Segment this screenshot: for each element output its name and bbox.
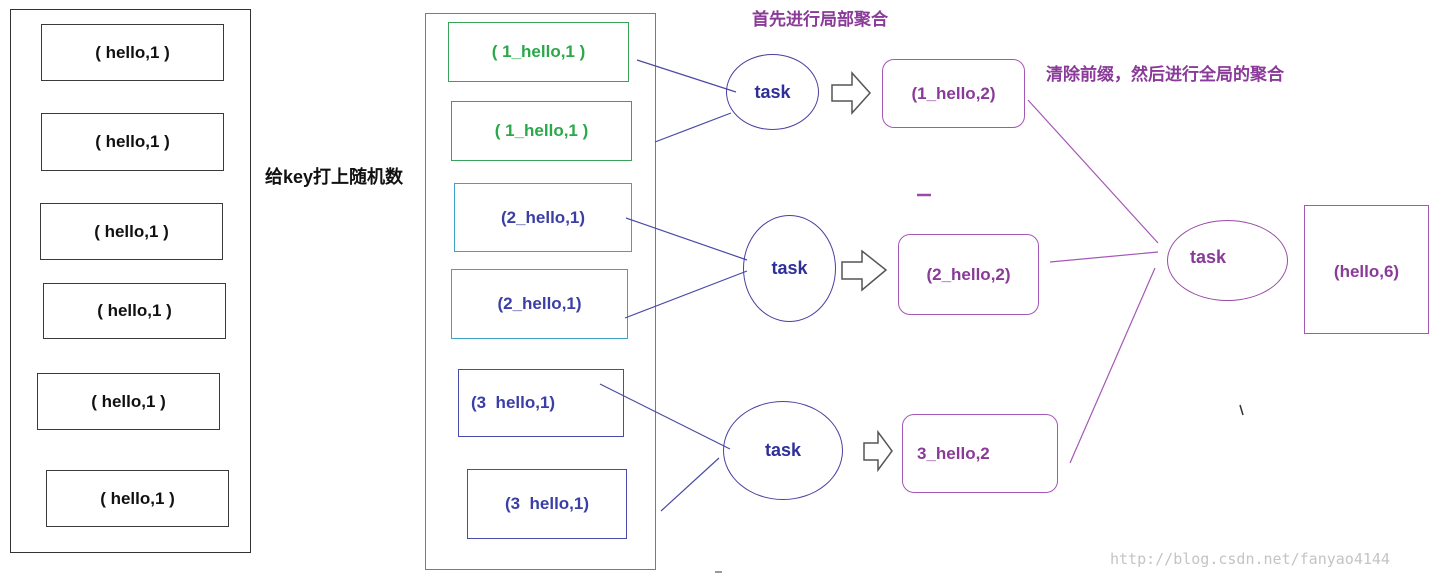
edge-line: [1049, 251, 1159, 263]
prefixed-item: (2_hello,1): [454, 183, 632, 252]
watermark: http://blog.csdn.net/fanyao4144: [1110, 550, 1390, 568]
final-result: (hello,6): [1304, 205, 1429, 334]
edge-line: [599, 383, 731, 450]
global-task: task: [1167, 220, 1288, 301]
input-item: ( hello,1 ): [37, 373, 220, 430]
prefixed-item: ( 1_hello,1 ): [448, 22, 629, 82]
arrow-right-icon: [831, 71, 872, 115]
input-item: ( hello,1 ): [41, 24, 224, 81]
prefixed-panel: [425, 13, 656, 570]
stray-mark: [1239, 404, 1244, 416]
arrow-right-icon: [863, 429, 893, 473]
input-panel: [10, 9, 251, 553]
edge-line: [625, 217, 748, 261]
local-result: 3_hello,2: [902, 414, 1058, 493]
local-result: (2_hello,2): [898, 234, 1039, 315]
global-task-label: task: [1190, 247, 1227, 267]
local-task: task: [743, 215, 836, 322]
arrow-right-icon: [841, 249, 888, 292]
prefixed-item: (3 hello,1): [467, 469, 627, 539]
local-task: task: [723, 401, 843, 500]
label-local-agg: 首先进行局部聚合: [752, 10, 888, 29]
local-result: (1_hello,2): [882, 59, 1025, 128]
input-item: ( hello,1 ): [46, 470, 229, 527]
edge-line: [1027, 99, 1159, 244]
local-task: task: [726, 54, 819, 130]
edge-line: [636, 59, 737, 93]
edge-line: [660, 457, 720, 512]
edge-line: [654, 112, 732, 143]
edge-line: [624, 270, 748, 319]
prefixed-item: (3 hello,1): [458, 369, 624, 437]
edge-line: [1069, 267, 1156, 464]
label-global-agg: 清除前缀，然后进行全局的聚合: [1046, 65, 1284, 84]
label-add-random: 给key打上随机数: [265, 167, 404, 187]
prefixed-item: (2_hello,1): [451, 269, 628, 339]
input-item: ( hello,1 ): [43, 283, 226, 339]
prefixed-item: ( 1_hello,1 ): [451, 101, 632, 161]
input-item: ( hello,1 ): [40, 203, 223, 260]
input-item: ( hello,1 ): [41, 113, 224, 171]
